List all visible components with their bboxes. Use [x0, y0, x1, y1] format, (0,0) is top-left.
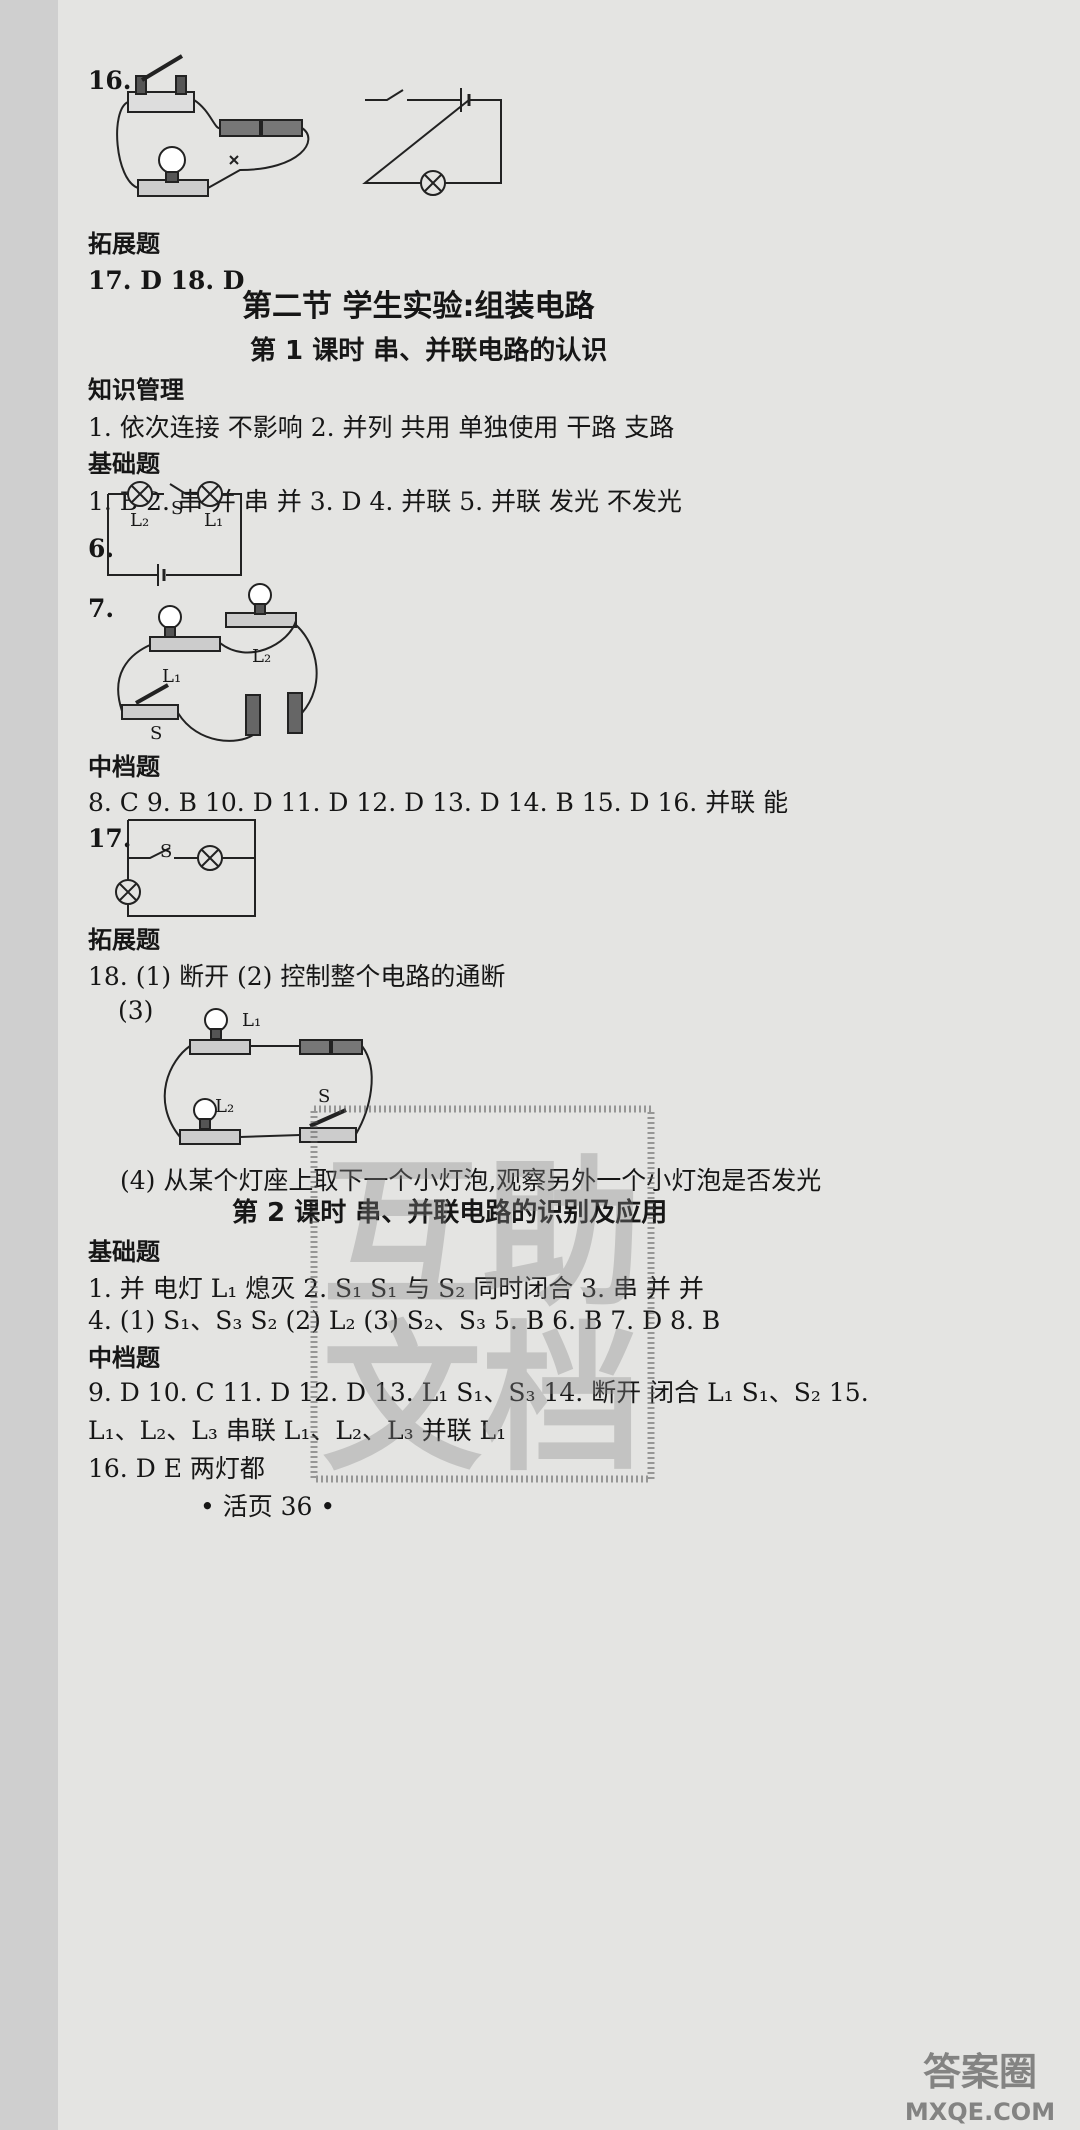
heading-jichu: 基础题 — [88, 450, 160, 478]
lesson-title: 第 2 课时 串、并联电路的识别及应用 — [232, 1198, 668, 1228]
svg-text:文档: 文档 — [322, 1306, 642, 1493]
answer-line: 18. (1) 断开 (2) 控制整个电路的通断 — [88, 962, 506, 991]
label-l1: L₁ — [242, 1010, 262, 1031]
heading-zhishi: 知识管理 — [88, 376, 184, 404]
section-title: 第二节 学生实验:组装电路 — [242, 289, 595, 324]
q7-number: 7. — [88, 594, 115, 623]
answer-line: (4) 从某个灯座上取下一个小灯泡,观察另外一个小灯泡是否发光 — [120, 1166, 822, 1195]
label-l2: L₂ — [130, 510, 150, 531]
q16-physical-circuit-figure — [116, 54, 310, 197]
q18-part3-label: (3) — [118, 996, 154, 1025]
q6-circuit-diagram — [107, 481, 242, 586]
answer-line: 1. 依次连接 不影响 2. 并列 共用 单独使用 干路 支路 — [88, 413, 675, 442]
mxqe-watermark: 答案圈 MXQE.COM — [880, 2040, 1080, 2130]
q7-physical-circuit-figure — [117, 583, 318, 742]
svg-text:MXQE.COM: MXQE.COM — [905, 2098, 1055, 2126]
label-switch: S — [150, 723, 163, 744]
label-switch: S — [171, 498, 184, 519]
heading-jichu: 基础题 — [88, 1238, 160, 1266]
heading-tuozhan: 拓展题 — [88, 926, 160, 954]
label-switch: S — [160, 841, 173, 862]
q6-number: 6. — [88, 534, 115, 563]
heading-tuozhan: 拓展题 — [88, 230, 160, 258]
q16-circuit-diagram — [362, 88, 502, 196]
label-l2: L₂ — [252, 646, 272, 667]
answer-line: 8. C 9. B 10. D 11. D 12. D 13. D 14. B … — [88, 788, 789, 817]
label-l2: L₂ — [215, 1096, 235, 1117]
answer-line: 9. D 10. C 11. D 12. D 13. L₁ S₁、S₃ 14. … — [88, 1378, 869, 1407]
heading-zhongdang: 中档题 — [88, 753, 160, 781]
label-l1: L₁ — [204, 510, 224, 531]
page-number: • 活页 36 • — [200, 1492, 336, 1521]
answer-line: 17. D 18. D — [88, 266, 245, 295]
q17-number: 17. — [88, 824, 132, 853]
hu-zhu-wen-dang-stamp: 互助 文档 — [310, 1105, 655, 1493]
answer-line: 4. (1) S₁、S₃ S₂ (2) L₂ (3) S₂、S₃ 5. B 6.… — [88, 1306, 721, 1335]
heading-zhongdang: 中档题 — [88, 1344, 160, 1372]
label-l1: L₁ — [162, 666, 182, 687]
q17-circuit-diagram — [115, 819, 256, 917]
q16-number: 16. — [88, 66, 132, 95]
answer-line: L₁、L₂、L₃ 串联 L₁、L₂、L₃ 并联 L₁ — [88, 1416, 507, 1445]
lesson-title: 第 1 课时 串、并联电路的认识 — [250, 336, 608, 366]
answer-page — [58, 0, 1080, 2130]
label-switch: S — [318, 1086, 331, 1107]
answer-line: 1. 并 电灯 L₁ 熄灭 2. S₁ S₁ 与 S₂ 同时闭合 3. 串 并 … — [88, 1274, 704, 1303]
svg-text:答案圈: 答案圈 — [923, 2050, 1037, 2094]
svg-text:互助: 互助 — [322, 1141, 642, 1328]
answer-line: 16. D E 两灯都 — [88, 1454, 265, 1483]
